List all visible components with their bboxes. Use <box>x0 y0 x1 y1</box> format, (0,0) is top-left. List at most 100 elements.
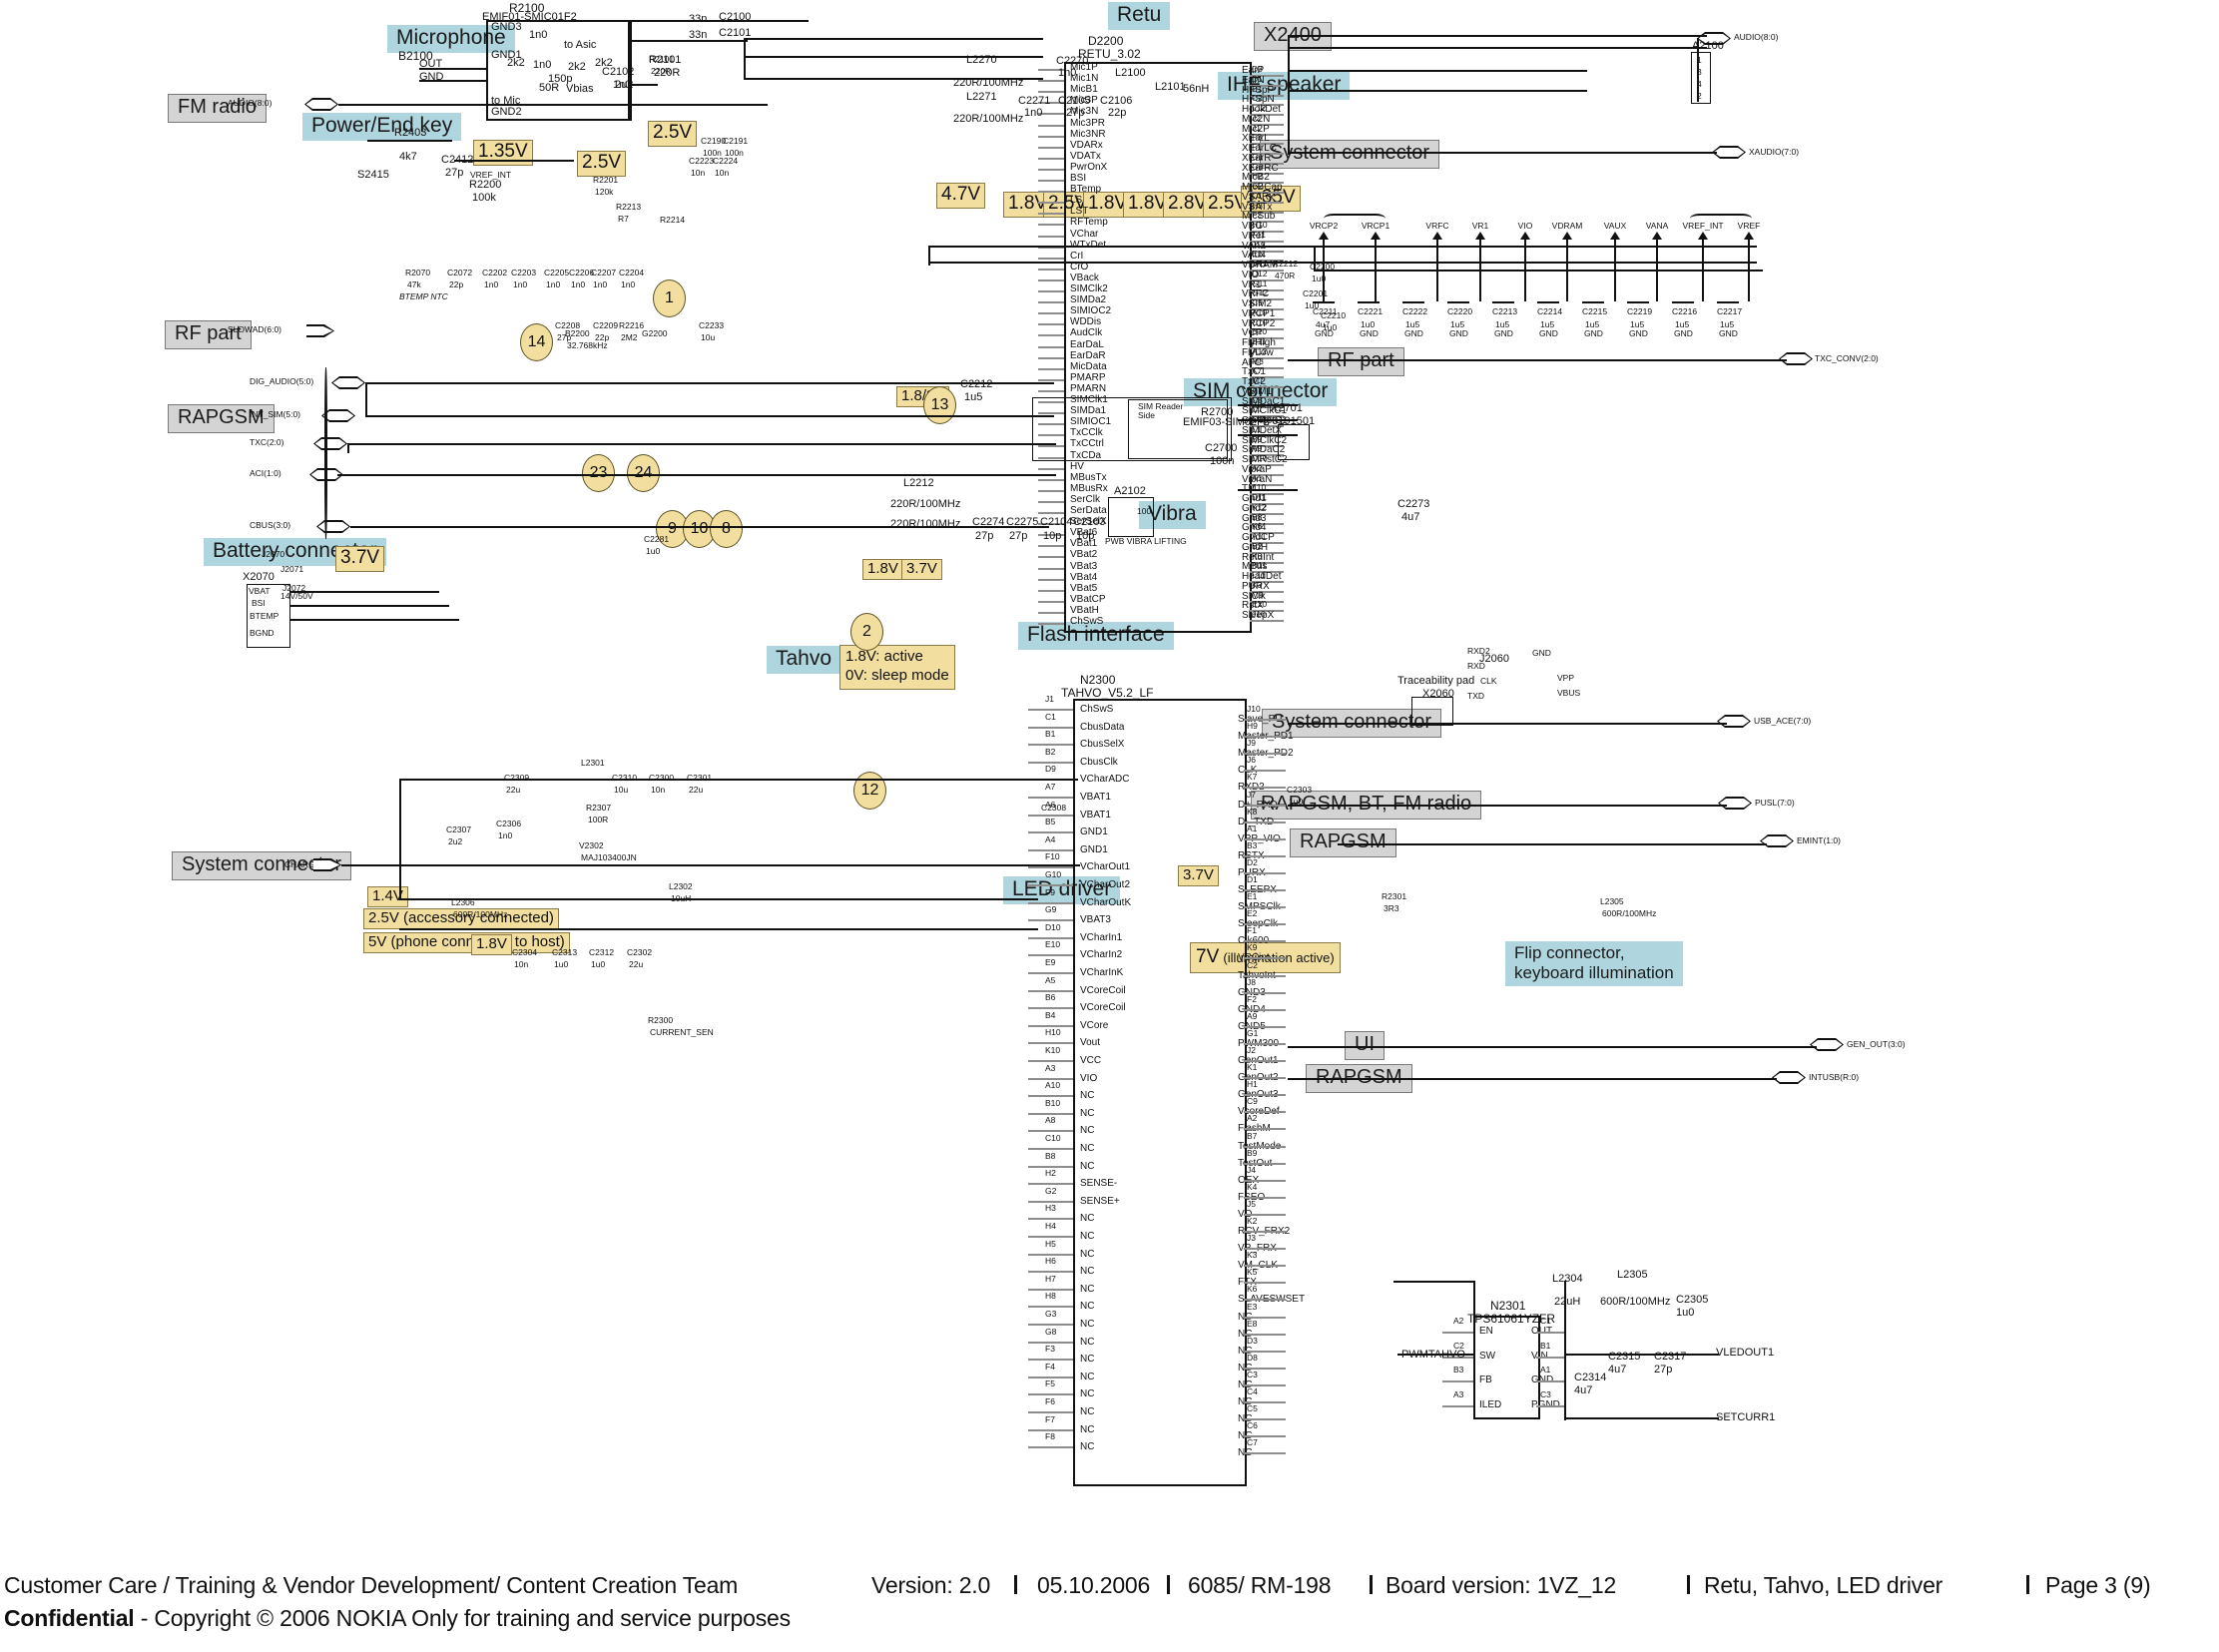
wire-horizontal <box>1028 1446 1073 1449</box>
retu-left-pin-cro: CrO <box>1070 262 1089 273</box>
part-val-c2233: 10u <box>701 332 716 342</box>
section-header-tahvo: Tahvo <box>767 646 841 675</box>
retu-ball-m7: M7 <box>1252 375 1264 385</box>
led-ball-a3: A3 <box>1453 1388 1464 1399</box>
part-ref-l2305: L2305 <box>1600 896 1624 906</box>
mic-cap-c2101-ref: C2101 <box>719 27 752 39</box>
wire-horizontal <box>1038 268 1064 271</box>
wire-horizontal <box>1028 1359 1073 1362</box>
retu-left-pin-eardar: EarDaR <box>1070 350 1106 361</box>
led-driver-ic-body[interactable] <box>1473 1316 1540 1419</box>
rail-cap-ref-c2222: C2222 <box>1402 306 1428 316</box>
tahvo-part-number: TAHVO_V5.2_LF <box>1061 686 1154 700</box>
wire-horizontal <box>628 20 728 22</box>
wire-horizontal <box>1028 1060 1073 1062</box>
wire-horizontal <box>399 898 1038 900</box>
wire-horizontal <box>1038 623 1064 625</box>
wire-horizontal <box>1038 478 1064 481</box>
wire-horizontal <box>1250 571 1284 574</box>
ihf-cap-c2270-val: 1n0 <box>1058 67 1077 79</box>
wire-horizontal <box>422 140 452 142</box>
part-ref-c2302: C2302 <box>627 947 653 957</box>
tahvo-left-ball-a10-22: A10 <box>1045 1080 1061 1091</box>
wire-horizontal <box>1038 257 1064 260</box>
tahvo-left-pin-vcharout2-10: VCharOut2 <box>1080 879 1131 890</box>
wire-horizontal <box>1038 334 1064 337</box>
retu-left-pin-vdatx: VDATx <box>1070 151 1101 162</box>
voltage-badge-vio: 1.8V <box>471 934 512 956</box>
wire-horizontal <box>1038 345 1064 348</box>
retu-left-pin-vbat6: VBat6 <box>1070 527 1098 538</box>
wire-vertical <box>744 38 746 80</box>
rail-cap-ref-c2214: C2214 <box>1537 306 1563 316</box>
part-val-r2101: 220R <box>651 66 672 76</box>
led-pin-iled: ILED <box>1479 1398 1502 1410</box>
tahvo-left-pin-nc-40: NC <box>1080 1406 1095 1417</box>
wire-horizontal <box>1244 821 1286 824</box>
tahvo-left-ball-e10-14: E10 <box>1045 939 1061 950</box>
tahvo-left-pin-nc-35: NC <box>1080 1319 1095 1330</box>
wire-horizontal <box>1288 723 1727 725</box>
wire-horizontal <box>1244 1435 1286 1438</box>
wire-horizontal <box>1244 804 1286 807</box>
part-ref-l2302: L2302 <box>669 881 693 891</box>
bus-label-right-audio8: AUDIO(8:0) <box>1734 32 1779 42</box>
tahvo-left-pin-nc-36: NC <box>1080 1336 1095 1348</box>
wire-horizontal <box>1250 317 1284 320</box>
tahvo-left-ball-b10-23: B10 <box>1045 1097 1061 1108</box>
wire-horizontal <box>1028 919 1073 922</box>
bus-bubble-cbus <box>316 520 350 533</box>
wire-horizontal <box>1038 423 1064 426</box>
tahvo-right-ball-e3-35: E3 <box>1247 1301 1258 1312</box>
bus-label-int-sim: INT_SIM(5:0) <box>250 409 301 419</box>
wire-horizontal <box>1038 80 1064 83</box>
wire-horizontal <box>1028 1042 1073 1045</box>
part-ref-c2204: C2204 <box>619 268 645 277</box>
wire-vertical <box>1288 35 1290 155</box>
wire-horizontal <box>1536 1404 1564 1407</box>
wire-horizontal <box>1250 522 1284 525</box>
retu-left-pin-txcda: TxCDa <box>1070 450 1102 461</box>
bus-label-right-txc-conv: TXC_CONV(2:0) <box>1815 353 1879 363</box>
wire-horizontal <box>1250 376 1284 379</box>
tahvo-right-ball-k6-34: K6 <box>1247 1284 1258 1295</box>
wire-vertical <box>365 382 367 417</box>
rail-cap-ref-c2220: C2220 <box>1447 306 1473 316</box>
wire-horizontal <box>1038 412 1064 415</box>
bus-label-cbus: CBUS(3:0) <box>250 520 291 530</box>
rail-arrow-vrcp2 <box>1319 232 1329 240</box>
retu-ball-m9: M9 <box>1252 589 1264 600</box>
wire-horizontal <box>337 474 1056 476</box>
rail-cap-gnd-1: GND <box>1360 328 1379 338</box>
wire-horizontal <box>1028 866 1073 869</box>
wire-horizontal <box>1244 1265 1286 1268</box>
mic-cap-c2100-val: 33n <box>689 13 708 25</box>
tahvo-left-pin-vbat1-6: VBAT1 <box>1080 809 1111 821</box>
part-val-c2072: 22p <box>449 279 464 289</box>
tahvo-left-ball-g2-28: G2 <box>1045 1185 1057 1196</box>
tahvo-right-ball-k5-33: K5 <box>1247 1267 1258 1278</box>
tahvo-right-ball-k9-14: K9 <box>1247 942 1258 953</box>
flash-jumper-ref: J2060 <box>1479 653 1509 665</box>
wire-horizontal <box>1244 1077 1286 1080</box>
balloon-13: 13 <box>923 386 956 424</box>
wire-horizontal <box>1250 75 1284 77</box>
wire-vertical <box>1323 236 1325 301</box>
retu-ball-g12: G12 <box>1252 287 1269 298</box>
tahvo-ic-body[interactable] <box>1073 699 1247 1486</box>
rail-cap-ref-c2213: C2213 <box>1492 306 1518 316</box>
led-part-c2314-val: 4u7 <box>1574 1384 1593 1396</box>
rail-name-vrcp1: VRCP1 <box>1361 221 1390 231</box>
section-header-retu: Retu <box>1108 2 1171 31</box>
rail-cap-plate-a-6 <box>1582 301 1604 303</box>
wire-horizontal <box>1250 454 1284 457</box>
retu-left-pin-serselx: SerSelX <box>1070 516 1107 527</box>
bus-label-txc: TXC(2:0) <box>250 437 284 447</box>
wire-horizontal <box>1250 182 1284 185</box>
mic-filter-pin-gnd3: GND3 <box>491 21 522 33</box>
rail-cap-plate-a-7 <box>1627 301 1649 303</box>
footer-page: Page 3 (9) <box>2045 1572 2151 1598</box>
ihf-connector-body <box>1691 52 1711 104</box>
retu-left-pin-mic3pr: Mic3PR <box>1070 118 1106 129</box>
wire-horizontal <box>1028 1112 1073 1115</box>
